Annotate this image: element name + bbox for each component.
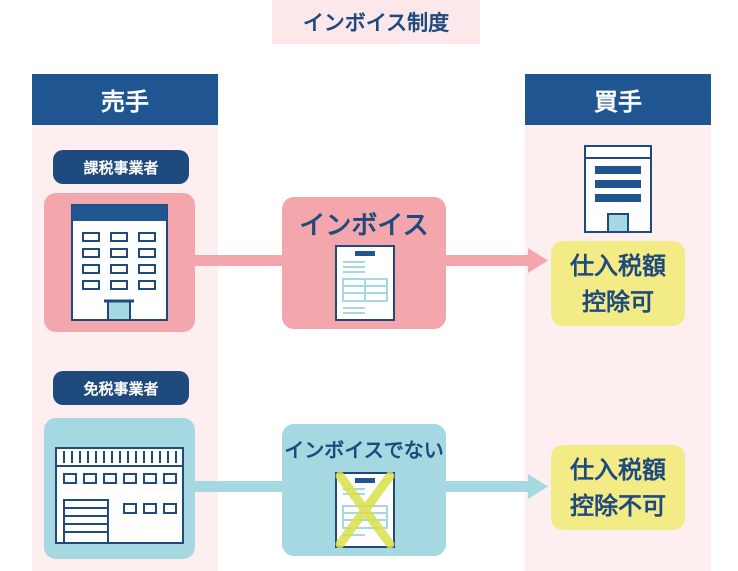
crossed-document-icon [335, 471, 395, 549]
not-deductible-line-2: 控除不可 [570, 491, 666, 520]
buyer-header: 買手 [525, 74, 711, 125]
seller-header: 売手 [32, 74, 218, 125]
exempt-business-label: 免税事業者 [53, 371, 189, 405]
shop-building-icon [55, 447, 184, 544]
not-deductible-line-1: 仕入税額 [570, 455, 666, 484]
invoice-document-icon [335, 245, 395, 321]
taxable-business-label: 課税事業者 [53, 150, 189, 184]
non-invoice-card: インボイスでない [282, 424, 446, 556]
deductible-line-2: 控除可 [582, 287, 654, 316]
office-building-icon [71, 204, 168, 321]
invoice-card: インボイス [282, 197, 446, 329]
exempt-seller-card [44, 418, 195, 559]
non-invoice-label: インボイスでない [284, 438, 444, 462]
buyer-building-icon [584, 145, 652, 233]
deductible-line-1: 仕入税額 [570, 251, 666, 280]
diagram-title: インボイス制度 [272, 0, 480, 44]
not-deductible-result: 仕入税額 控除不可 [551, 445, 685, 530]
invoice-label: インボイス [299, 211, 429, 241]
taxable-seller-card [44, 193, 195, 332]
cross-mark-icon [335, 471, 395, 549]
deductible-result: 仕入税額 控除可 [551, 241, 685, 326]
